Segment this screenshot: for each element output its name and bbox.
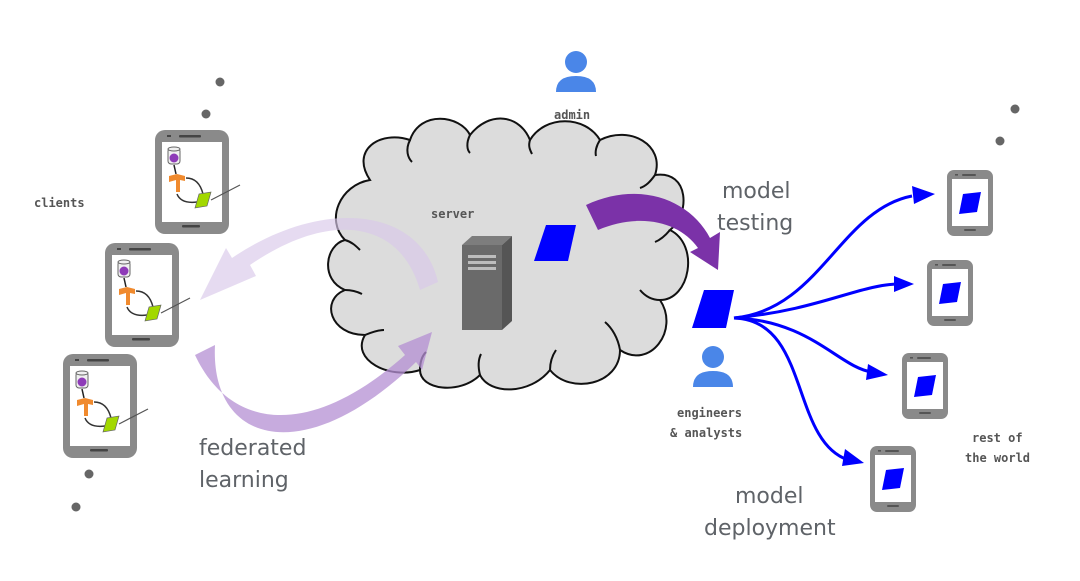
deployment-device [947, 170, 993, 236]
rest-of-world-label-line2: the world [965, 451, 1030, 465]
server-model-icon [534, 225, 576, 261]
federated-learning-label-line2: learning [199, 468, 289, 493]
ellipsis-dots-bottom-left [71, 469, 94, 512]
model-testing-arrow [586, 193, 720, 270]
deployment-device [870, 446, 916, 512]
clients-label: clients [34, 196, 85, 210]
engineers-label-line2: & analysts [670, 426, 742, 440]
ellipsis-dots-top-left [201, 77, 225, 119]
admin-label: admin [554, 108, 590, 122]
rest-of-world-label-line1: rest of [972, 431, 1023, 445]
engineers-person-icon [693, 346, 733, 387]
model-testing-label-line2: testing [717, 211, 793, 236]
ellipsis-dots-top-right [995, 104, 1020, 146]
client-device [104, 242, 191, 348]
admin-person-icon [556, 51, 596, 92]
client-device [154, 129, 241, 235]
engineers-label-line1: engineers [677, 406, 742, 420]
model-deployment-label-line2: deployment [704, 516, 836, 541]
deployment-arrows [733, 194, 913, 462]
federated-learning-label-line1: federated [199, 436, 306, 461]
server-label: server [431, 207, 474, 221]
client-device [62, 353, 149, 459]
model-deployment-label-line1: model [735, 484, 804, 509]
deployment-device [927, 260, 973, 326]
deployment-arrowheads [842, 186, 935, 466]
deployment-device [902, 353, 948, 419]
federated-learning-arrow-out [200, 217, 438, 300]
server-icon [462, 236, 512, 330]
tested-model-icon [692, 290, 734, 328]
model-testing-label-line1: model [722, 179, 791, 204]
federated-learning-arrow-in [195, 332, 432, 433]
